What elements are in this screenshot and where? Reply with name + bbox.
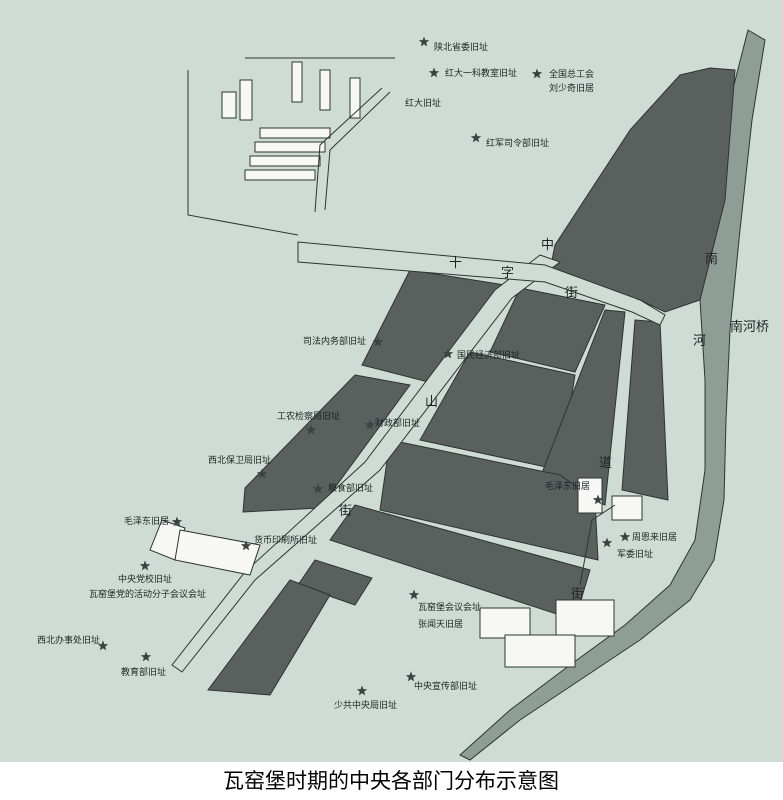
star-marker-icon <box>256 468 268 479</box>
site-label-quanguo-1: 全国总工会 <box>549 68 594 80</box>
street-label-dao: 道 <box>599 456 612 471</box>
star-marker-icon <box>619 531 631 542</box>
block-right-strip <box>539 309 626 506</box>
building <box>611 495 643 521</box>
building <box>504 634 576 668</box>
star-marker-icon <box>97 640 109 651</box>
street-labels: 中 十 字 街 山 道 街 街 <box>339 238 612 602</box>
star-marker-icon <box>405 671 417 682</box>
site-label-caizheng: 财政部旧址 <box>375 417 420 429</box>
zhongshan-street <box>171 254 562 673</box>
star-marker-icon <box>140 651 152 662</box>
building <box>259 127 331 139</box>
site-labels: 陕北省委旧址 红大一科教室旧址 全国总工会 刘少奇旧居 红大旧址 红军司令部旧址… <box>37 41 677 711</box>
star-marker-icon <box>408 589 420 600</box>
building <box>254 141 326 153</box>
city-blocks <box>207 67 736 696</box>
site-label-xibei-baowei: 西北保卫局旧址 <box>208 454 271 466</box>
street-label-jie3: 街 <box>571 587 584 602</box>
star-marker-icon <box>372 336 384 347</box>
building <box>239 79 253 121</box>
star-marker-icon <box>364 419 376 430</box>
river-label-he: 河 <box>693 334 706 349</box>
building <box>244 169 316 181</box>
street-label-jie2: 街 <box>339 504 352 519</box>
block-guomin <box>489 287 606 373</box>
building <box>555 599 615 637</box>
street-label-jie1: 街 <box>565 286 578 301</box>
site-label-shaogong: 少共中央局旧址 <box>334 699 397 711</box>
river-label-bridge: 南河桥 <box>730 319 769 335</box>
star-marker-icon <box>531 68 543 79</box>
star-marker-icon <box>592 494 604 505</box>
street-label-shan: 山 <box>425 395 438 410</box>
building <box>291 61 303 103</box>
star-marker-icon <box>240 540 252 551</box>
site-label-quanguo-2: 刘少奇旧居 <box>549 82 594 94</box>
block-south-1 <box>379 439 599 561</box>
building <box>249 155 321 167</box>
star-marker-icon <box>171 516 183 527</box>
site-label-hongjun: 红军司令部旧址 <box>486 137 549 149</box>
star-marker-icon <box>601 537 613 548</box>
lanes <box>187 57 616 586</box>
block-sw-small <box>297 559 373 606</box>
site-label-wyb-2: 张闻天旧居 <box>418 619 463 630</box>
star-marker-icon <box>356 685 368 696</box>
building <box>319 69 331 111</box>
site-label-hongda-yike: 红大一科教室旧址 <box>445 67 517 79</box>
site-label-huobi: 货币印刷所旧址 <box>254 534 317 546</box>
site-label-guomin: 国民经济部旧址 <box>457 349 520 361</box>
site-label-mao-left: 毛泽东旧居 <box>124 515 169 527</box>
star-marker-icon <box>442 348 454 359</box>
block-west <box>242 374 411 513</box>
site-label-dangxiao-1: 中央党校旧址 <box>118 573 172 585</box>
site-label-zhou: 周恩来旧居 <box>632 532 677 543</box>
river-label-nan: 南 <box>705 251 718 267</box>
site-label-wyb-1: 瓦窑堡会议会址 <box>418 601 481 613</box>
star-marker-icon <box>470 132 482 143</box>
streets <box>171 241 666 673</box>
site-label-dangxiao-2: 瓦窑堡党的活动分子会议会址 <box>89 588 206 600</box>
building <box>349 77 361 119</box>
site-label-liangshi: 粮食部旧址 <box>328 482 373 494</box>
shizi-street <box>297 241 666 326</box>
street-label-zhong: 中 <box>541 238 554 253</box>
site-label-mao-right: 毛泽东旧居 <box>545 480 590 492</box>
site-label-xuanchuan: 中央宣传部旧址 <box>414 680 477 692</box>
star-marker-icon <box>312 483 324 494</box>
site-label-gongnong: 工农检察局旧址 <box>277 410 340 422</box>
river-labels: 南 河 南河桥 <box>693 251 769 349</box>
site-label-junwei: 军委旧址 <box>617 548 653 560</box>
street-label-shi: 十 <box>449 256 462 271</box>
site-label-xibei-banshi: 西北办事处旧址 <box>37 634 100 646</box>
map-caption: 瓦窑堡时期的中央各部门分布示意图 <box>223 769 559 793</box>
block-sw-large <box>207 579 331 696</box>
building <box>174 529 261 576</box>
star-marker-icon <box>139 560 151 571</box>
site-label-hongda: 红大旧址 <box>405 97 441 109</box>
building <box>221 91 237 119</box>
star-marker-icon <box>305 424 317 435</box>
site-label-jiaoyu: 教育部旧址 <box>121 666 166 678</box>
site-markers <box>97 36 631 696</box>
building <box>479 607 531 639</box>
site-label-shaanbei: 陕北省委旧址 <box>434 41 488 53</box>
nanhe-river <box>459 29 766 761</box>
star-marker-icon <box>418 36 430 47</box>
star-marker-icon <box>428 67 440 78</box>
street-label-zi: 字 <box>501 266 514 281</box>
site-label-sifa: 司法内务部旧址 <box>303 335 366 347</box>
buildings <box>149 61 643 668</box>
